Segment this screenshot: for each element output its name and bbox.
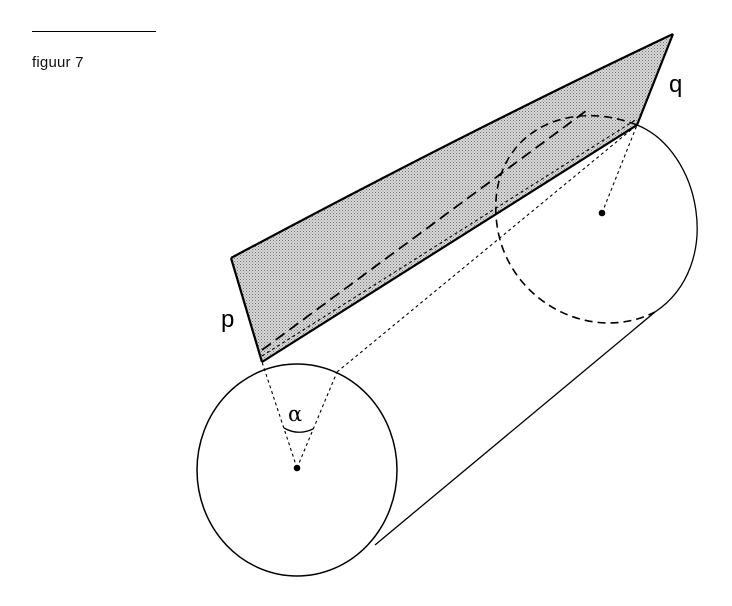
near-radius-second	[296, 371, 338, 469]
angle-alpha-arc	[283, 427, 314, 433]
dotted-generator-lower	[336, 124, 638, 373]
near-center-dot	[293, 464, 301, 472]
far-center-dot	[598, 209, 606, 217]
far-end-visible-arc	[636, 124, 698, 313]
caption-rule	[32, 31, 156, 32]
far-radius	[601, 124, 638, 214]
near-end-circle	[196, 363, 398, 577]
tangent-line	[261, 124, 638, 363]
figure-caption: figuur 7	[32, 54, 84, 71]
plane-top-edge	[230, 33, 674, 259]
line-q	[635, 33, 675, 126]
label-q: q	[669, 71, 682, 98]
far-end-hidden-circle	[494, 115, 656, 324]
label-alpha: α	[288, 402, 302, 426]
near-radius-to-tangent	[261, 361, 298, 469]
cylinder-bottom-line	[374, 311, 656, 546]
tangent-plane	[231, 34, 673, 362]
dotted-generator-upper	[261, 118, 638, 357]
label-p: p	[221, 306, 234, 333]
line-p	[229, 257, 264, 363]
